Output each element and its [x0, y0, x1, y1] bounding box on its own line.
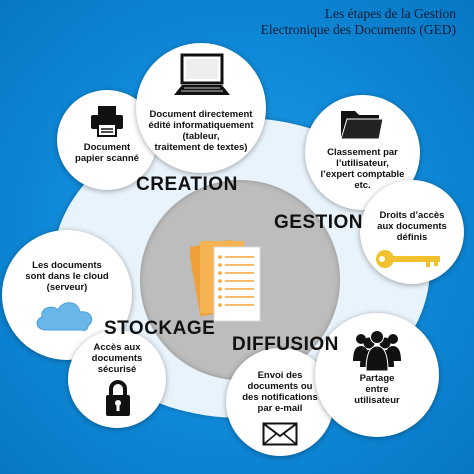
documents-icon [190, 240, 261, 322]
printer-icon [91, 106, 123, 137]
stage-diffusion: DIFFUSION [232, 334, 339, 355]
envelope-icon [262, 422, 298, 446]
diagram-title: Les étapes de la Gestion Electronique de… [196, 6, 456, 38]
folder-icon [340, 111, 384, 140]
laptop-icon [174, 53, 230, 95]
center-hub [140, 180, 340, 380]
people-icon [353, 330, 401, 371]
stage-gestion: GESTION [274, 212, 364, 233]
title-line-2: Electronique des Documents (GED) [260, 22, 456, 37]
key-icon [376, 250, 440, 268]
stage-stockage: STOCKAGE [104, 318, 216, 339]
stage-creation: CREATION [136, 174, 238, 195]
cloud-icon [36, 302, 93, 331]
padlock-icon [106, 380, 130, 416]
title-line-1: Les étapes de la Gestion [324, 6, 456, 21]
